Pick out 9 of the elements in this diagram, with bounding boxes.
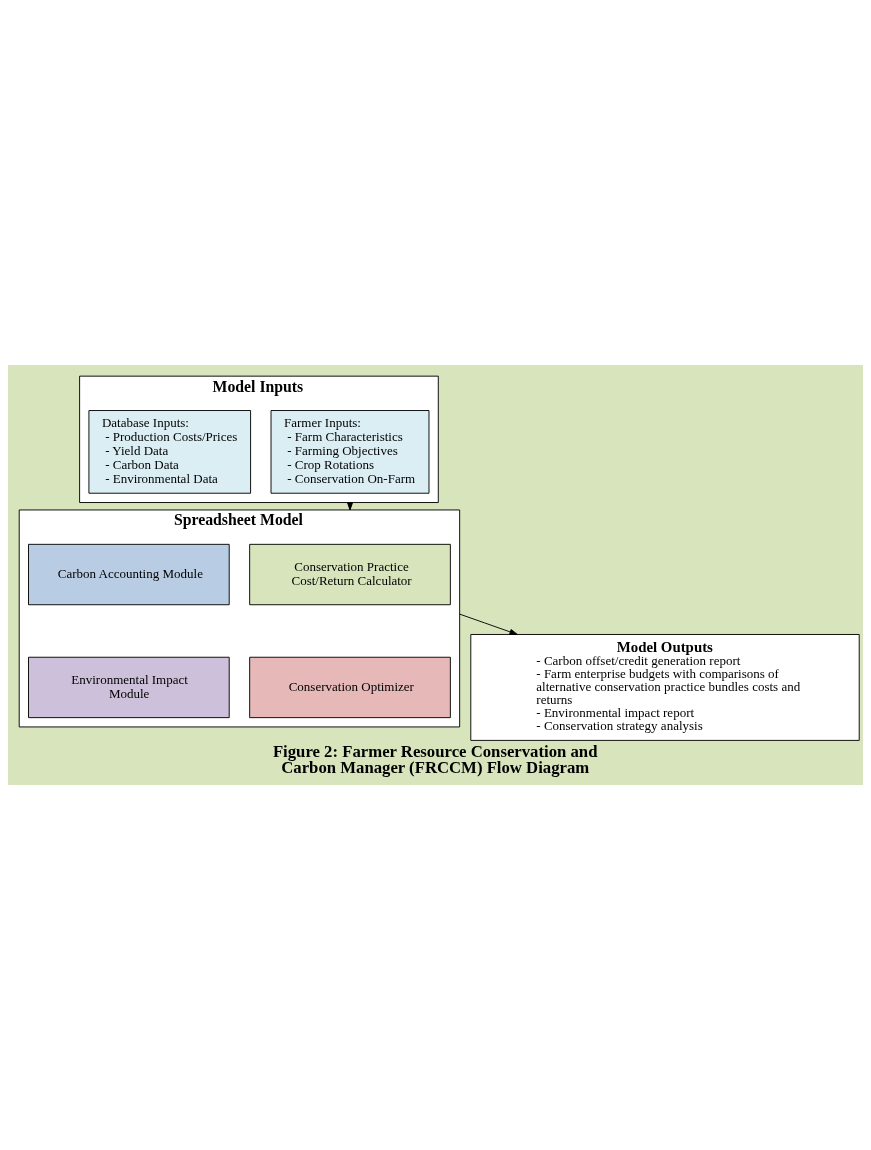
node-box: Model Outputs - Carbon offset/credit generation report - Farm enterprise budgets with comparisons of alternative conservation practice bundles costs and returns - Environmental impact report - Conservation strategy analysis xyxy=(470,634,860,741)
node-box: Farmer Inputs: - Farm Characteristics - Farming Objectives - Crop Rotations - Conservation On-Farm xyxy=(270,410,430,494)
caption: Figure 2: Farmer Resource Conservation and Carbon Manager (FRCCM) Flow Diagram xyxy=(272,741,598,778)
node-box: Carbon Accounting Module xyxy=(28,543,230,606)
node-box: Conservation Optimizer xyxy=(249,656,451,719)
node-box: Conservation Practice Cost/Return Calculator xyxy=(249,543,451,606)
arrow xyxy=(459,613,518,635)
node-box: Database Inputs: - Production Costs/Prices - Yield Data - Carbon Data - Environmental Data xyxy=(88,410,252,494)
node-box: Environmental Impact Module xyxy=(28,656,230,719)
